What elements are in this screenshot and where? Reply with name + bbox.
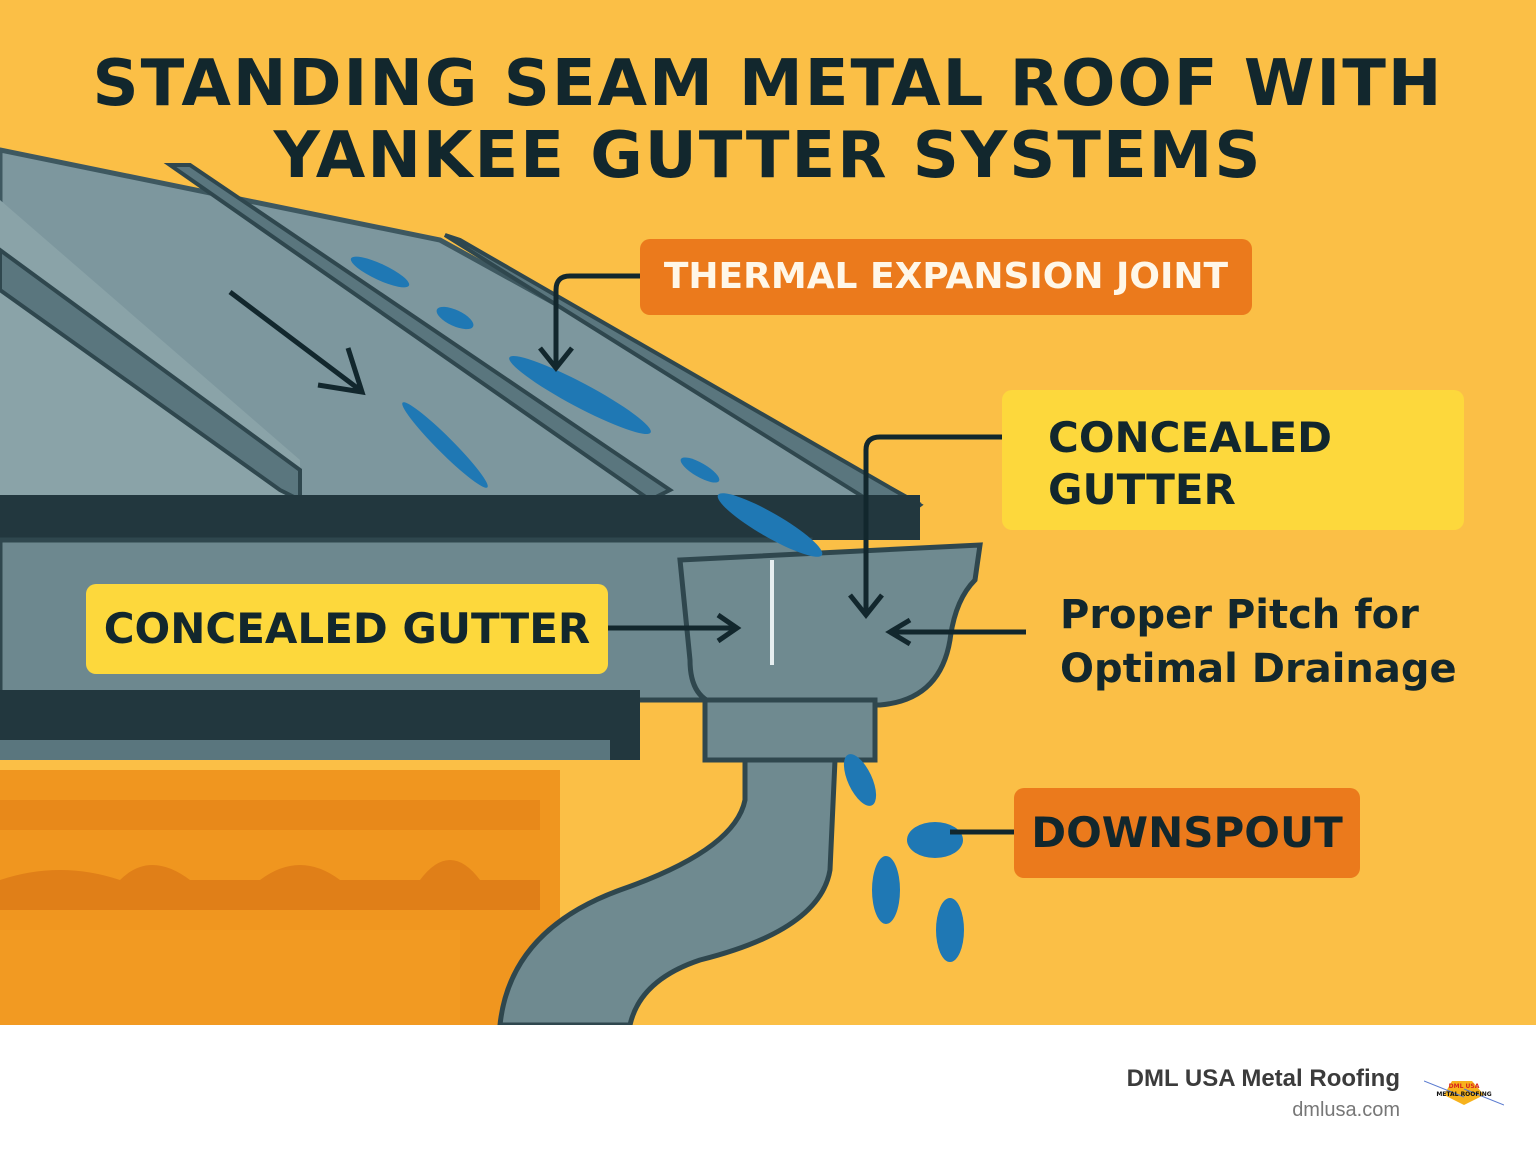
downspout-pipe	[497, 697, 878, 1025]
brand-name: DML USA Metal Roofing	[1126, 1065, 1400, 1092]
label-line: CONCEALED	[1048, 413, 1333, 462]
infographic-canvas: STANDING SEAM METAL ROOF WITH YANKEE GUT…	[0, 0, 1536, 1025]
water-droplets	[350, 256, 964, 962]
thermal-expansion-joint-label: THERMAL EXPANSION JOINT	[640, 239, 1252, 315]
title-line-1: STANDING SEAM METAL ROOF WITH	[92, 47, 1444, 121]
concealed-gutter-label-right: CONCEALED GUTTER	[1002, 390, 1464, 530]
label-line: GUTTER	[1048, 465, 1236, 514]
page-title: STANDING SEAM METAL ROOF WITH YANKEE GUT…	[0, 48, 1536, 192]
title-line-2: YANKEE GUTTER SYSTEMS	[273, 119, 1263, 193]
label-line: Proper Pitch for	[1060, 592, 1419, 638]
svg-text:METAL ROOFING: METAL ROOFING	[1436, 1091, 1491, 1098]
building-wall	[0, 770, 560, 1025]
brand-url[interactable]: dmlusa.com	[1292, 1099, 1400, 1121]
footer: DML USA Metal Roofing dmlusa.com DML USA…	[0, 1025, 1536, 1154]
concealed-gutter-label-left: CONCEALED GUTTER	[86, 584, 608, 674]
callout-arrows	[228, 273, 1026, 835]
dml-logo-icon: DML USA METAL ROOFING	[1424, 1080, 1504, 1106]
svg-text:DML USA: DML USA	[1449, 1083, 1480, 1090]
concealed-gutter	[677, 542, 983, 708]
downspout-label: DOWNSPOUT	[1014, 788, 1360, 878]
label-line: Optimal Drainage	[1060, 646, 1457, 692]
proper-pitch-label: Proper Pitch for Optimal Drainage	[1060, 588, 1457, 696]
